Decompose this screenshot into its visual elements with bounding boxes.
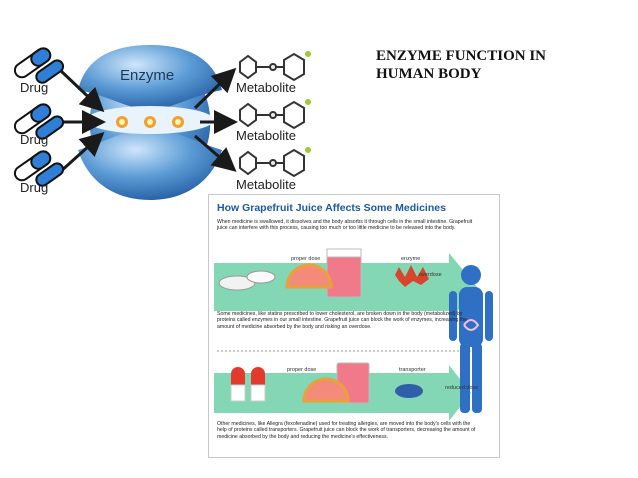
panel2-transporter: transporter <box>399 367 426 373</box>
panel1-proper-dose: proper dose <box>291 256 321 262</box>
intro-text: When medicine is swallowed, it dissolves… <box>217 219 473 232</box>
drug-pills <box>13 47 65 187</box>
infographic-title: How Grapefruit Juice Affects Some Medici… <box>217 202 446 214</box>
grapefruit-1 <box>285 263 333 289</box>
panel2-reduced-dose: reduced dose <box>445 385 479 391</box>
infographic-art <box>214 248 493 421</box>
enzyme-shape <box>395 265 429 287</box>
middle-text: Some medicines, like statins prescribed … <box>217 311 467 330</box>
human-body-silhouette <box>449 265 493 413</box>
grapefruit-infographic: How Grapefruit Juice Affects Some Medici… <box>208 194 500 458</box>
metabolite-label-2: Metabolite <box>236 128 296 143</box>
bottom-text: Other medicines, like Allegra (fexofenad… <box>217 421 476 440</box>
panel2-proper-dose: proper dose <box>287 367 317 373</box>
drug-label-1: Drug <box>20 80 49 95</box>
panel1-overdose: overdose <box>419 272 442 278</box>
drug-label-3: Drug <box>20 180 49 195</box>
input-arrows <box>58 67 238 174</box>
metabolite-label-3: Metabolite <box>236 177 296 192</box>
grapefruit-2 <box>302 377 350 403</box>
enzyme-diagram <box>13 45 311 200</box>
panel1-enzyme: enzyme <box>401 256 421 262</box>
slide-title: ENZYME FUNCTION IN HUMAN BODY <box>376 48 547 82</box>
metabolite-label-1: Metabolite <box>236 80 296 95</box>
enzyme-label: Enzyme <box>120 67 175 84</box>
transporter-shape <box>395 384 423 398</box>
drug-label-2: Drug <box>20 132 49 147</box>
metabolite-molecules <box>239 51 311 178</box>
juice-glass-1 <box>326 252 362 298</box>
substrate-dots <box>116 116 184 128</box>
